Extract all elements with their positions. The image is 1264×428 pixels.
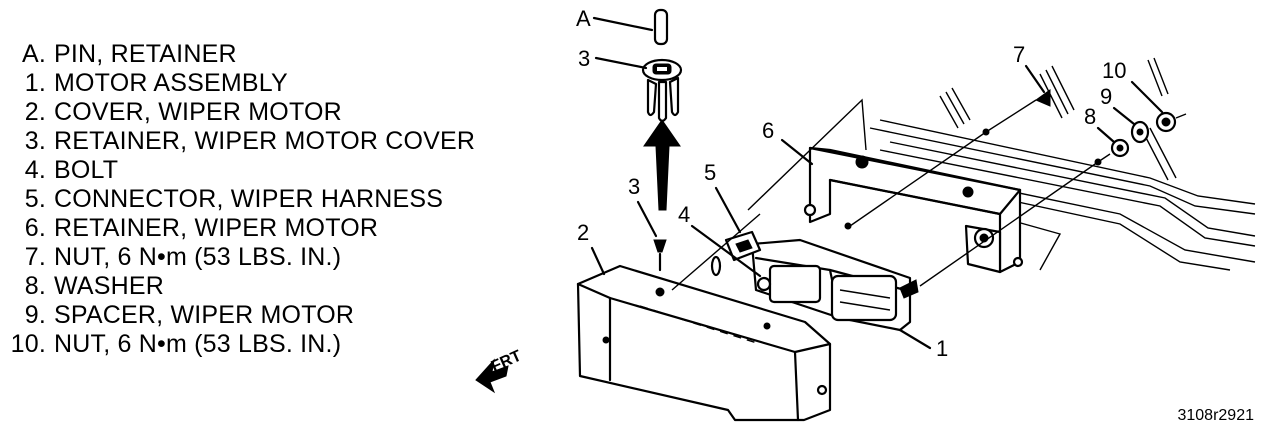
legend-item-a: A.PIN, RETAINER	[21, 40, 237, 68]
svg-text:4: 4	[678, 202, 690, 227]
callout-2: 2	[577, 220, 606, 276]
svg-text:A: A	[576, 6, 591, 31]
svg-text:8: 8	[1084, 104, 1096, 129]
legend-item-4: 4.BOLT	[24, 156, 119, 184]
wiper-motor-retainer	[803, 146, 1024, 274]
callout-1: 1	[898, 328, 948, 361]
callout-a: A	[576, 6, 654, 32]
retainer-guide-line	[747, 98, 867, 211]
figure-id: 3108r2921	[1177, 407, 1254, 424]
svg-text:9: 9	[1100, 84, 1112, 109]
legend-item-3: 3.RETAINER, WIPER MOTOR COVER	[24, 127, 476, 155]
legend-item-2: 2.COVER, WIPER MOTOR	[24, 98, 342, 126]
callout-6: 6	[762, 118, 814, 166]
washer-8	[919, 138, 1130, 287]
direction-arrow-up	[643, 119, 681, 211]
svg-text:10: 10	[1102, 58, 1126, 83]
callout-4: 4	[678, 202, 762, 278]
legend-item-9: 9.SPACER, WIPER MOTOR	[24, 301, 355, 329]
nut-7	[844, 89, 1051, 230]
spacer-9	[1130, 120, 1150, 144]
nut-10	[1155, 111, 1187, 133]
cover-guide-line	[671, 213, 761, 291]
retainer-pin	[653, 8, 669, 46]
wiper-motor-cover-retainer	[641, 58, 683, 123]
svg-text:2: 2	[577, 220, 589, 245]
callout-9: 9	[1100, 84, 1136, 126]
svg-text:5: 5	[704, 160, 716, 185]
callout-10: 10	[1102, 58, 1164, 114]
svg-text:6: 6	[762, 118, 774, 143]
svg-text:7: 7	[1013, 42, 1025, 67]
legend-item-6: 6.RETAINER, WIPER MOTOR	[24, 214, 379, 242]
legend-item-8: 8.WASHER	[24, 272, 165, 300]
legend-item-5: 5.CONNECTOR, WIPER HARNESS	[24, 185, 444, 213]
glass-hatch-marks	[939, 57, 1177, 181]
callout-8: 8	[1084, 104, 1116, 144]
wiper-motor-assembly	[750, 238, 919, 332]
legend-item-7: 7.NUT, 6 N•m (53 LBS. IN.)	[24, 243, 342, 271]
bolt	[710, 255, 722, 277]
callout-3-top: 3	[578, 46, 648, 71]
svg-text:3: 3	[628, 174, 640, 199]
front-direction-indicator: FRT	[475, 347, 524, 394]
callout-3-mid: 3	[628, 174, 667, 272]
legend-item-1: 1.MOTOR ASSEMBLY	[24, 69, 288, 97]
callout-7: 7	[1013, 42, 1046, 94]
svg-text:1: 1	[936, 336, 948, 361]
svg-text:3: 3	[578, 46, 590, 71]
callout-5: 5	[704, 160, 742, 234]
wiper-motor-cover	[576, 264, 832, 422]
wiper-harness-connector	[724, 230, 762, 262]
legend-item-10: 10.NUT, 6 N•m (53 LBS. IN.)	[10, 330, 342, 358]
